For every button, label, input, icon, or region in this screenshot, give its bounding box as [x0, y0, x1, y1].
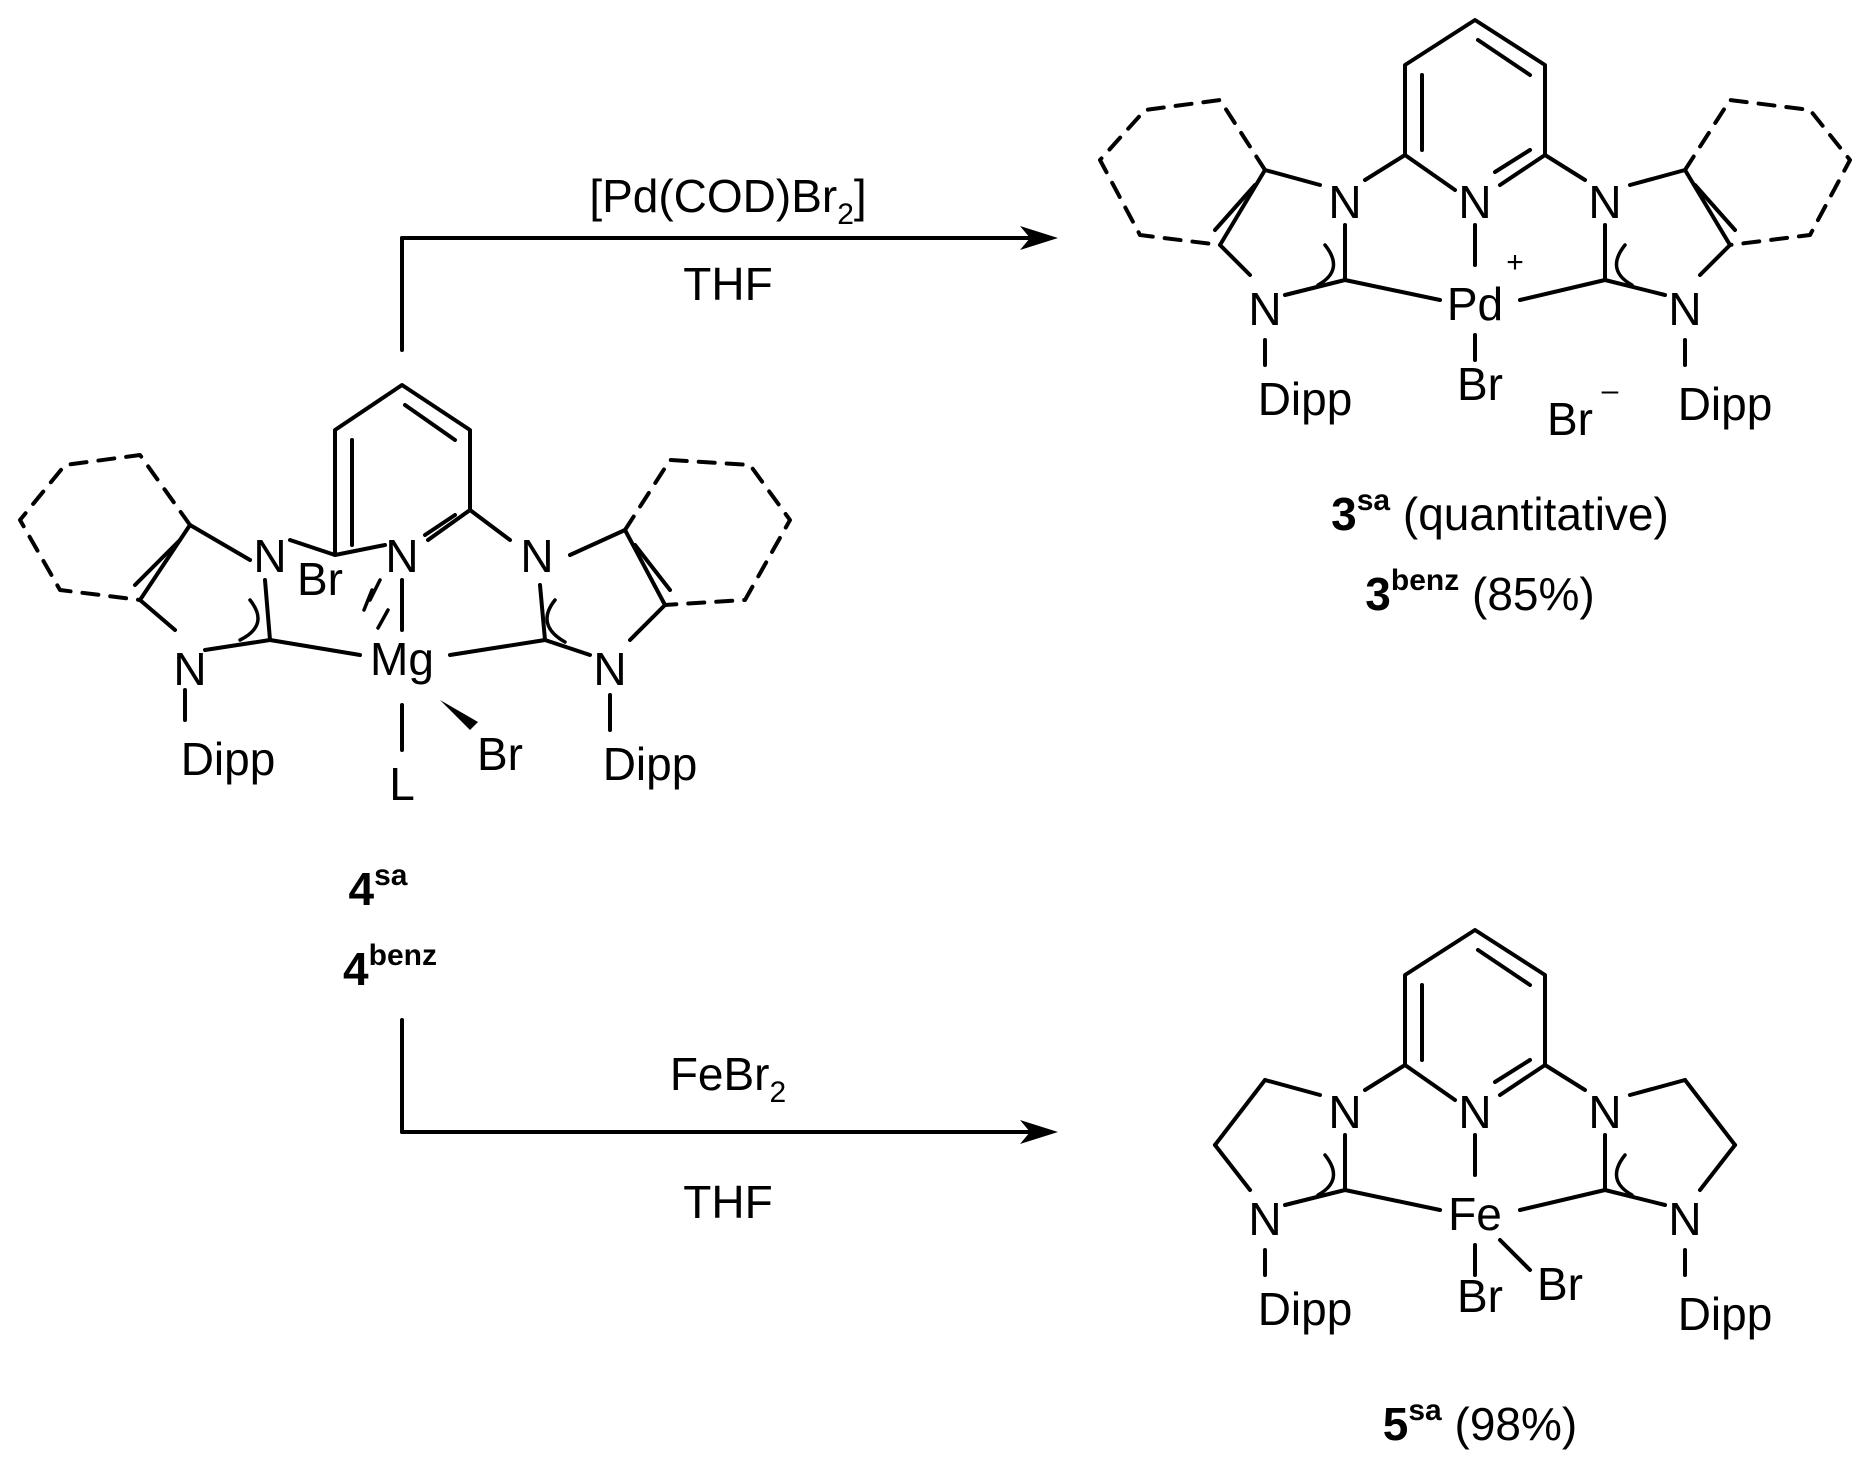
atom-br: Br [1457, 1270, 1503, 1322]
compound-label-4benz: 4benz [343, 939, 437, 995]
atom-n: N [1458, 1086, 1491, 1138]
atom-br: Br [477, 728, 523, 780]
atom-br: Br [1537, 1258, 1583, 1310]
atom-n: N [385, 530, 418, 582]
atom-n: N [520, 530, 553, 582]
atom-n: N [1458, 176, 1491, 228]
structure-pd-complex: N N N N N Pd + Br Br – Dipp Dipp [1098, 18, 1852, 445]
solvent-top: THF [683, 258, 772, 310]
atom-n: N [1328, 1086, 1361, 1138]
atom-n: N [1248, 1193, 1281, 1245]
atom-dipp: Dipp [181, 733, 276, 785]
atom-n: N [1588, 176, 1621, 228]
atom-n: N [1328, 176, 1361, 228]
atom-n: N [173, 643, 206, 695]
solvent-bottom: THF [683, 1176, 772, 1228]
atom-br: Br [297, 553, 343, 605]
atom-n: N [253, 530, 286, 582]
reagent-top: [Pd(COD)Br2] [589, 170, 866, 231]
charge-minus: – [1602, 374, 1619, 407]
atom-dipp: Dipp [1258, 1283, 1353, 1335]
atom-dipp: Dipp [1678, 378, 1773, 430]
atom-br: Br [1457, 358, 1503, 410]
atom-dipp: Dipp [1678, 1288, 1773, 1340]
atom-dipp: Dipp [603, 738, 698, 790]
atom-mg: Mg [370, 633, 434, 685]
atom-n: N [593, 643, 626, 695]
compound-label-3benz: 3benz (85%) [1365, 564, 1594, 620]
atom-n: N [1668, 283, 1701, 335]
atom-l: L [389, 758, 415, 810]
structure-mg-complex: N N Br N N N Mg Dipp Dipp L Br [18, 383, 792, 810]
atom-dipp: Dipp [1258, 373, 1353, 425]
atom-pd: Pd [1447, 278, 1503, 330]
compound-label-3sa: 3sa (quantitative) [1331, 484, 1669, 540]
reaction-arrow-bottom [400, 1018, 1058, 1144]
charge-plus: + [1506, 246, 1524, 279]
atom-n: N [1248, 283, 1281, 335]
compound-label-5sa: 5sa (98%) [1383, 1394, 1577, 1450]
atom-n: N [1588, 1086, 1621, 1138]
atom-n: N [1668, 1193, 1701, 1245]
atom-fe: Fe [1448, 1188, 1502, 1240]
structure-fe-complex: N N N N N Fe Br Br Dipp Dipp [1213, 928, 1773, 1340]
reagent-bottom: FeBr2 [670, 1048, 786, 1109]
atom-br-counterion: Br [1547, 393, 1593, 445]
compound-label-4sa: 4sa [349, 859, 408, 915]
reaction-arrow-top [400, 226, 1058, 352]
